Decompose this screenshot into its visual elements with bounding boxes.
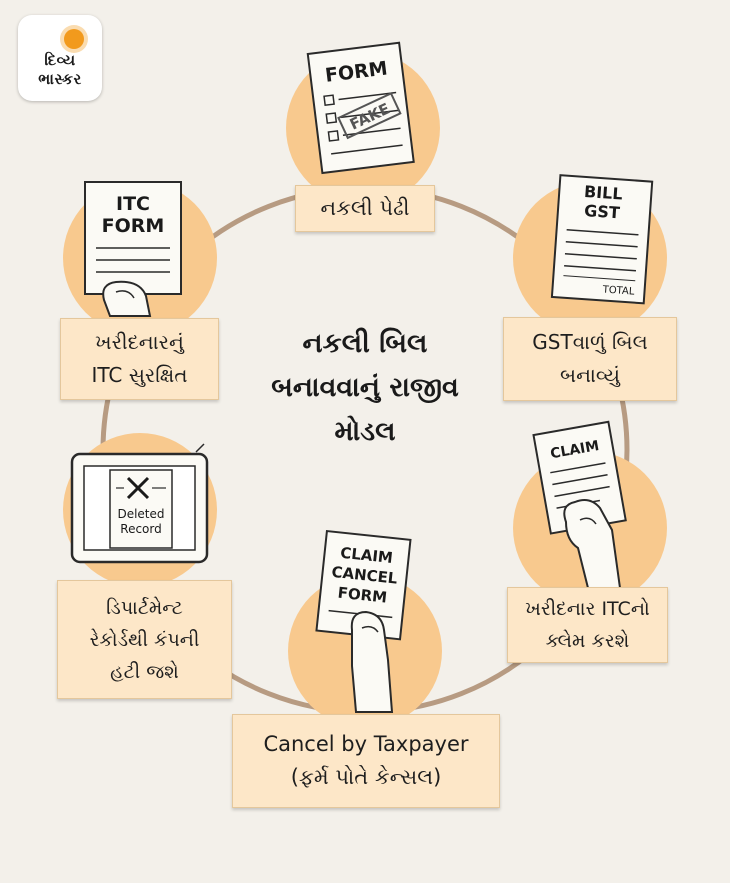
logo-line-1: દિવ્ય xyxy=(44,51,76,69)
deleted-label: Deleted xyxy=(117,507,164,521)
step-4-label: Cancel by Taxpayer (ફર્મ પોતે કેન્સલ) xyxy=(232,714,500,808)
step-2-line-1: GSTવાળું બિલ xyxy=(532,330,648,354)
claim-document-hand: CLAIM xyxy=(532,420,627,589)
monitor-deleted-record: Deleted Record xyxy=(70,443,209,564)
diagram-title: નકલી બિલ બનાવવાનું રાજીવ મોડલ xyxy=(250,322,480,454)
claim-cancel-form-hand: CLAIM CANCEL FORM xyxy=(315,529,412,713)
step-4-line-1: Cancel by Taxpayer xyxy=(263,732,469,756)
claim-cancel-line3: FORM xyxy=(337,584,388,607)
sun-icon xyxy=(64,29,84,49)
record-label: Record xyxy=(120,522,161,536)
step-2-line-2: બનાવ્યું xyxy=(560,363,620,387)
title-line-3: મોડલ xyxy=(334,416,396,447)
itc-form-line2: FORM xyxy=(102,215,165,237)
bill-total: TOTAL xyxy=(601,284,635,297)
step-1-label: નકલી પેઢી xyxy=(295,185,435,232)
fake-form-document: FORM FAKE xyxy=(306,41,415,175)
step-6-label: ખરીદનારનું ITC સુરક્ષિત xyxy=(60,318,219,400)
bill-title: BILL xyxy=(583,182,623,204)
step-1-line-1: નકલી પેઢી xyxy=(320,196,410,220)
step-5-line-2: રેકોર્ડથી કંપની xyxy=(89,628,200,651)
itc-form-line1: ITC xyxy=(116,193,150,215)
step-3-label: ખરીદનાર ITCનો ક્લેમ કરશે xyxy=(507,587,668,663)
title-line-1: નકલી બિલ xyxy=(302,328,428,359)
step-4-line-2: (ફર્મ પોતે કેન્સલ) xyxy=(290,765,442,789)
step-6-line-2: ITC સુરક્ષિત xyxy=(91,363,188,387)
step-3-line-1: ખરીદનાર ITCનો xyxy=(525,598,650,620)
gst-title: GST xyxy=(584,201,621,222)
step-5-line-1: ડિપાર્ટમેન્ટ xyxy=(106,596,183,619)
step-5-line-3: હટી જશે xyxy=(110,660,179,683)
step-3-line-2: ક્લેમ કરશે xyxy=(545,630,630,652)
claim-cancel-line1: CLAIM xyxy=(339,544,393,567)
itc-form-hand: ITC FORM xyxy=(84,181,182,317)
gst-bill-document: BILL GST TOTAL xyxy=(550,174,654,305)
step-2-label: GSTવાળું બિલ બનાવ્યું xyxy=(503,317,677,401)
logo-line-2: ભાસ્કર xyxy=(38,70,82,88)
step-6-line-1: ખરીદનારનું xyxy=(95,330,184,354)
step-5-label: ડિપાર્ટમેન્ટ રેકોર્ડથી કંપની હટી જશે xyxy=(57,580,232,699)
title-line-2: બનાવવાનું રાજીવ xyxy=(271,372,459,403)
divya-bhaskar-logo: દિવ્ય ભાસ્કર xyxy=(18,15,102,101)
